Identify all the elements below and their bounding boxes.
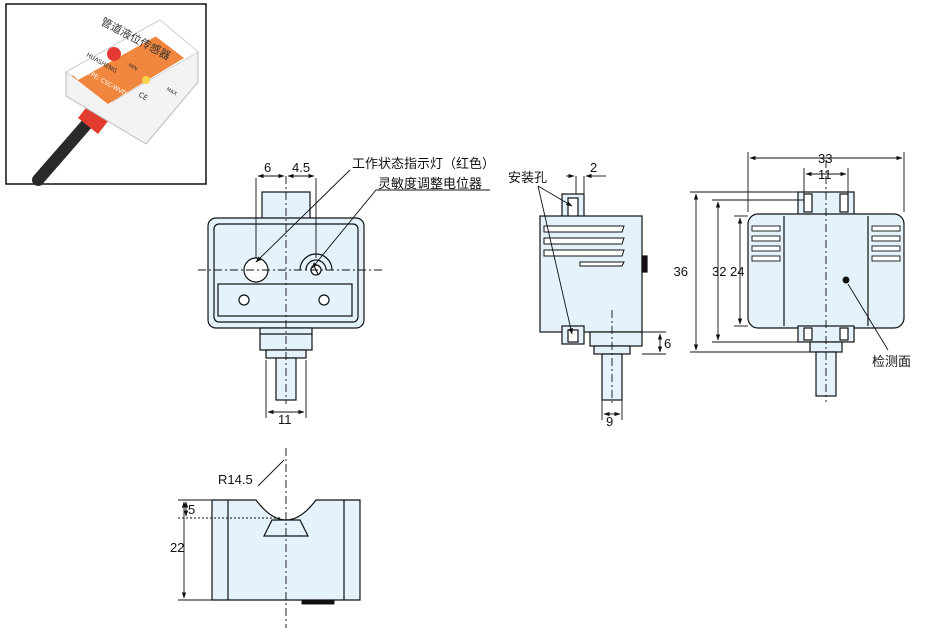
photo-ce-mark: CE	[137, 91, 149, 103]
front-dim-right: 4.5	[292, 160, 310, 175]
back-dim-h1: 36	[674, 264, 688, 279]
front-dim-left: 6	[264, 160, 271, 175]
cable	[32, 112, 98, 186]
photo-pot-icon	[142, 76, 150, 84]
side-dim-top: 2	[590, 160, 597, 175]
side-view	[539, 193, 648, 401]
bottom-dim-height: 22	[170, 540, 184, 555]
back-dim-h2: 32	[712, 264, 726, 279]
back-dim-inner: 11	[818, 167, 832, 182]
photo-max-label: MAX	[165, 87, 178, 98]
photo-indicator-icon	[107, 47, 121, 61]
product-photo: 管道液位传感器 HUASHENG TYPE: CSC-WVD MIN MAX C…	[5, 3, 207, 186]
bottom-view-lines	[178, 448, 335, 628]
bottom-radius: R14.5	[218, 472, 253, 487]
photo-min-label: MIN	[127, 63, 138, 73]
front-dim-bottom: 11	[278, 412, 292, 427]
back-dim-h3: 24	[730, 264, 744, 279]
side-dim-right: 6	[664, 336, 671, 351]
callout-holes: 安装孔	[508, 171, 547, 186]
orange-label	[72, 32, 184, 104]
back-dim-width: 33	[818, 151, 832, 166]
back-view-lines	[690, 152, 905, 402]
callout-indicator: 工作状态指示灯（红色）	[352, 156, 495, 172]
back-view	[747, 191, 905, 397]
side-view-ribs	[543, 225, 625, 267]
side-dim-bottom: 9	[606, 414, 613, 429]
callout-surface: 检测面	[872, 355, 911, 370]
back-view-ribs	[751, 225, 901, 262]
callout-pot: 灵敏度调整电位器	[378, 176, 482, 192]
side-view-lines	[537, 173, 666, 420]
bottom-dim-small: 5	[188, 502, 195, 517]
front-view-lines	[198, 169, 490, 418]
